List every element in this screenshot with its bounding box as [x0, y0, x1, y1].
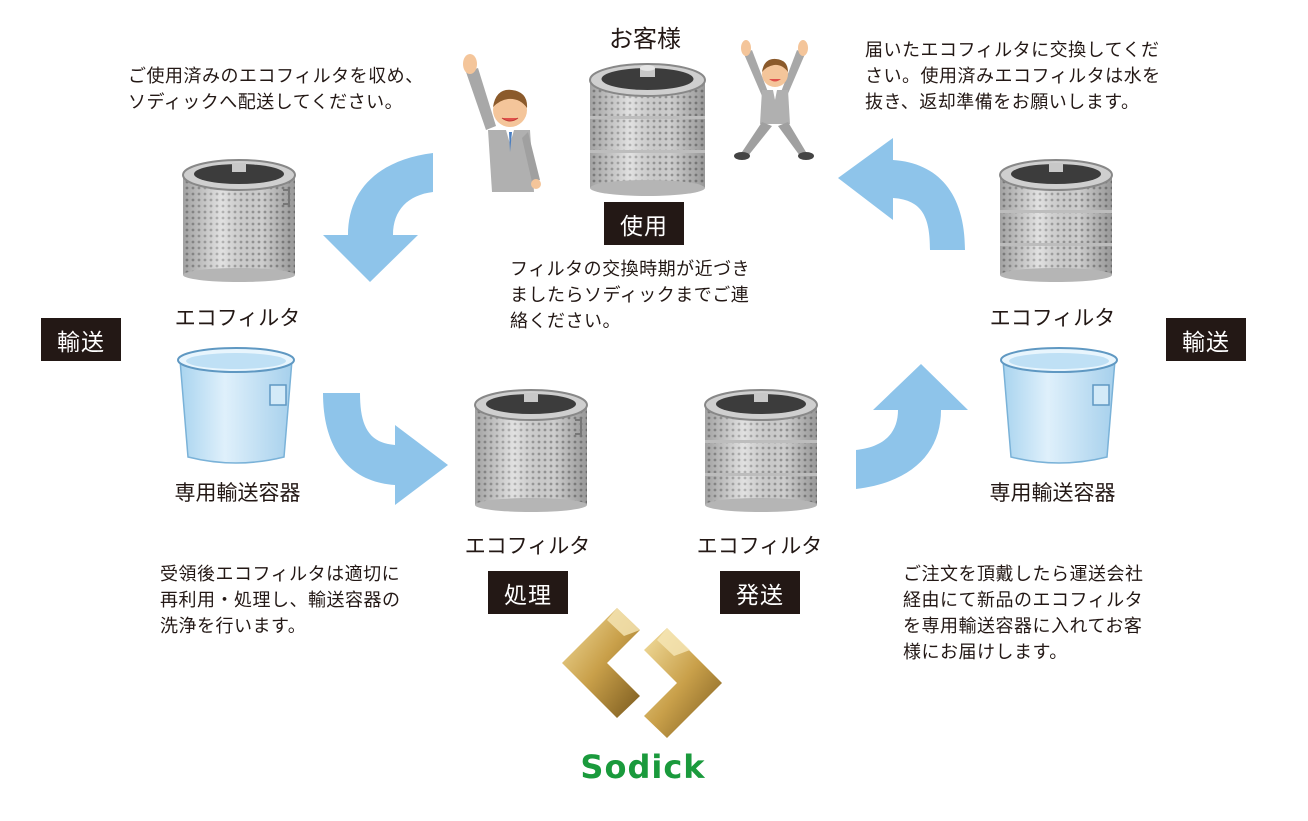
sodick-logo-text: Sodick — [580, 748, 706, 786]
eco-filter-image-center — [589, 63, 706, 196]
badge-process: 処理 — [488, 571, 568, 614]
customer-title: お客様 — [609, 25, 681, 53]
instruction-bottom-right: ご注文を頂戴したら運送会社 経由にて新品のエコフィルタ を専用輸送容器に入れてお… — [903, 564, 1144, 663]
instruction-center: フィルタの交換時期が近づき ましたらソディックまでご連 絡ください。 — [510, 259, 751, 332]
badge-use: 使用 — [604, 202, 684, 245]
filter-label-left: エコフィルタ — [174, 306, 301, 330]
transport-container-image-right — [1000, 347, 1118, 464]
arrow-bottom-right — [856, 364, 968, 489]
container-label-left: 専用輸送容器 — [174, 481, 301, 505]
arrow-bottom-left — [323, 393, 448, 505]
eco-filter-image-process — [474, 389, 588, 512]
arrow-top-left — [323, 153, 433, 282]
person-waving-icon — [463, 54, 541, 192]
eco-filter-image-right — [999, 159, 1113, 282]
eco-filter-image-ship — [704, 389, 818, 512]
arrow-top-right — [838, 138, 965, 250]
filter-label-process: エコフィルタ — [464, 534, 591, 558]
eco-filter-image-left — [182, 159, 296, 282]
transport-container-image-left — [177, 347, 295, 464]
container-label-right: 専用輸送容器 — [989, 481, 1116, 505]
instruction-top-left: ご使用済みのエコフィルタを収め、 ソディックへ配送してください。 — [128, 66, 424, 113]
filter-label-ship: エコフィルタ — [696, 534, 823, 558]
person-jumping-icon — [734, 40, 814, 160]
instruction-top-right: 届いたエコフィルタに交換してくだ さい。使用済みエコフィルタは水を 抜き、返却準… — [865, 40, 1161, 113]
badge-ship: 発送 — [720, 571, 800, 614]
filter-label-right: エコフィルタ — [989, 306, 1116, 330]
instruction-bottom-left: 受領後エコフィルタは適切に 再利用・処理し、輸送容器の 洗浄を行います。 — [160, 564, 401, 637]
sodick-logo-mark-icon — [562, 608, 722, 738]
badge-transport-left: 輸送 — [41, 318, 121, 361]
badge-transport-right: 輸送 — [1166, 318, 1246, 361]
